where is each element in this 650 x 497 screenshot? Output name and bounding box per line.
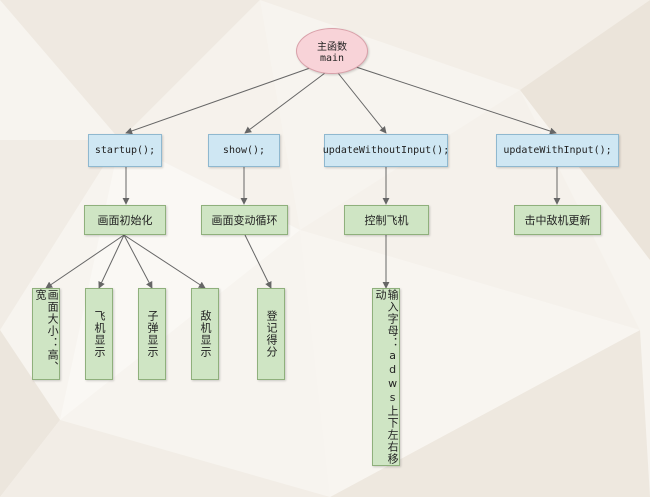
hit-enemy-update-node: 击中敌机更新 bbox=[514, 205, 601, 235]
score-record-node: 登记得分 bbox=[257, 288, 285, 380]
screen-loop-node: 画面变动循环 bbox=[201, 205, 288, 235]
enemy-display-node: 敌机显示 bbox=[191, 288, 219, 380]
update-with-input-function-node: updateWithInput(); bbox=[496, 134, 619, 167]
main-function-title: 主函数 bbox=[317, 42, 347, 53]
main-function-node: 主函数 main bbox=[296, 28, 368, 74]
screen-size-node: 画面大小：高、宽 bbox=[32, 288, 60, 380]
control-plane-node: 控制飞机 bbox=[344, 205, 429, 235]
startup-function-node: startup(); bbox=[88, 134, 162, 167]
update-without-input-function-node: updateWithoutInput(); bbox=[323, 134, 449, 167]
show-function-node: show(); bbox=[208, 134, 280, 167]
screen-init-node: 画面初始化 bbox=[84, 205, 166, 235]
bullet-display-node: 子弹显示 bbox=[138, 288, 166, 380]
key-input-move-node: 输入字母：adws上下左右移动 bbox=[372, 288, 400, 466]
main-function-name: main bbox=[319, 53, 345, 64]
plane-display-node: 飞机显示 bbox=[85, 288, 113, 380]
